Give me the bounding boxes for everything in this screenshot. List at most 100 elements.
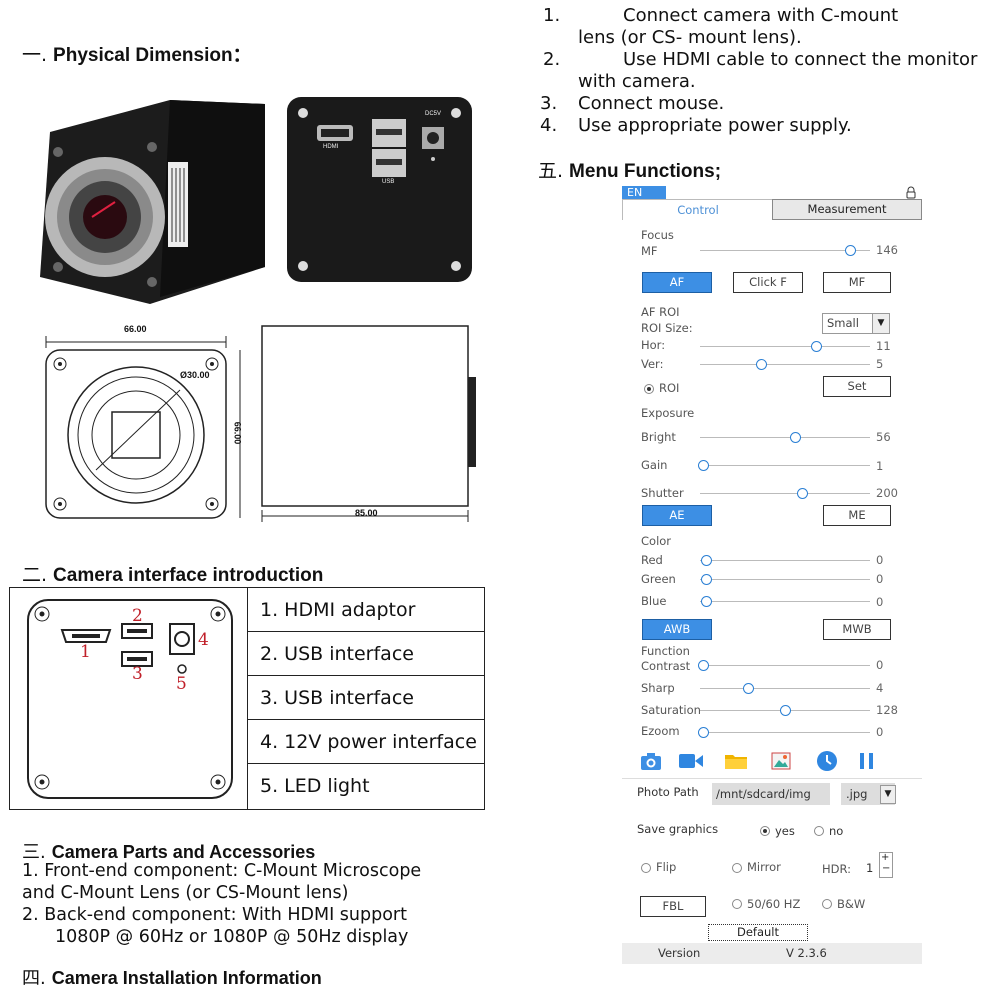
saturation-value: 128 bbox=[876, 703, 898, 717]
iface-row-1: 1. HDMI adaptor bbox=[248, 588, 484, 632]
section1-number: 一. bbox=[22, 44, 48, 66]
color-title: Color bbox=[641, 534, 672, 548]
fbl-button[interactable]: FBL bbox=[640, 896, 706, 917]
green-slider[interactable] bbox=[700, 579, 870, 580]
photo-path-input[interactable]: /mnt/sdcard/img bbox=[712, 783, 830, 805]
ezoom-slider[interactable] bbox=[700, 732, 870, 733]
parts-line-1: 1. Front-end component: C-Mount Microsco… bbox=[22, 861, 422, 881]
hor-slider-knob[interactable] bbox=[810, 341, 822, 352]
ae-button[interactable]: AE bbox=[642, 505, 712, 526]
tab-measurement[interactable]: Measurement bbox=[772, 199, 922, 220]
shutter-slider-knob[interactable] bbox=[797, 488, 808, 499]
click-focus-button[interactable]: Click F bbox=[733, 272, 803, 293]
parts-list: 1. Front-end component: C-Mount Microsco… bbox=[22, 860, 421, 948]
gain-slider-knob[interactable] bbox=[698, 460, 710, 471]
install-step-3-number: 3. bbox=[540, 93, 558, 114]
install-step-3: 3. Connect mouse. bbox=[540, 93, 1000, 115]
contrast-slider[interactable] bbox=[700, 665, 870, 666]
image-icon[interactable] bbox=[770, 751, 792, 771]
hor-slider[interactable] bbox=[700, 346, 870, 347]
section1-title: Physical Dimension： bbox=[53, 45, 252, 66]
install-step-1-cont: lens (or CS- mount lens). bbox=[578, 27, 802, 48]
default-button[interactable]: Default bbox=[708, 924, 808, 941]
mirror-radio[interactable] bbox=[732, 863, 742, 873]
af-button[interactable]: AF bbox=[642, 272, 712, 293]
height-dimension: 66.00 bbox=[232, 421, 243, 445]
video-icon[interactable] bbox=[678, 752, 704, 770]
flip-radio[interactable] bbox=[641, 863, 651, 873]
chevron-down-icon[interactable]: ▼ bbox=[872, 314, 889, 333]
ver-slider-knob[interactable] bbox=[756, 359, 768, 370]
parts-line-3: 2. Back-end component: With HDMI support bbox=[22, 905, 407, 925]
mwb-button[interactable]: MWB bbox=[823, 619, 891, 640]
pause-icon[interactable] bbox=[858, 751, 876, 771]
roi-size-select[interactable]: Small ▼ bbox=[822, 313, 890, 334]
save-no-label: no bbox=[829, 824, 844, 838]
install-step-1-text: Connect camera with C-mount bbox=[623, 5, 899, 26]
red-slider[interactable] bbox=[700, 560, 870, 561]
sharp-slider[interactable] bbox=[700, 688, 870, 689]
install-step-2-cont: with camera. bbox=[578, 71, 696, 92]
save-yes-radio[interactable] bbox=[760, 826, 770, 836]
photo-ext-select[interactable]: .jpg ▼ bbox=[841, 783, 896, 805]
afroi-title: AF ROI bbox=[641, 305, 680, 319]
photo-ext-value: .jpg bbox=[846, 787, 868, 801]
ver-slider[interactable] bbox=[700, 364, 870, 365]
bright-slider[interactable] bbox=[700, 437, 870, 438]
sharp-slider-knob[interactable] bbox=[742, 683, 754, 694]
stepper-down-icon[interactable]: − bbox=[882, 863, 891, 874]
interface-table: 1 2 3 4 5 1. HDMI adaptor 2. USB interfa… bbox=[9, 587, 485, 810]
iface-number-2: 2 bbox=[132, 606, 143, 626]
camera-icon[interactable] bbox=[640, 751, 662, 771]
gain-value: 1 bbox=[876, 459, 884, 473]
hdr-stepper[interactable]: + − bbox=[879, 852, 893, 878]
front-dimension-drawing: 66.00 Ø30.00 66.00 bbox=[30, 320, 250, 530]
shutter-slider[interactable] bbox=[700, 493, 870, 494]
blue-slider[interactable] bbox=[700, 601, 870, 602]
contrast-slider-knob[interactable] bbox=[698, 660, 710, 671]
save-no-radio[interactable] bbox=[814, 826, 824, 836]
iface-number-3: 3 bbox=[132, 664, 143, 684]
green-slider-knob[interactable] bbox=[701, 574, 712, 585]
red-slider-knob[interactable] bbox=[701, 555, 712, 566]
red-value: 0 bbox=[876, 553, 884, 567]
lock-icon[interactable] bbox=[905, 186, 917, 199]
tab-control[interactable]: Control bbox=[622, 199, 774, 220]
stepper-up-icon[interactable]: + bbox=[881, 852, 890, 863]
saturation-label: Saturation bbox=[641, 703, 701, 717]
section5-title: Menu Functions; bbox=[569, 161, 722, 182]
clock-icon[interactable] bbox=[816, 750, 838, 772]
bright-label: Bright bbox=[641, 430, 676, 444]
bw-radio[interactable] bbox=[822, 899, 832, 909]
install-step-3-text: Connect mouse. bbox=[578, 93, 725, 114]
mf-button[interactable]: MF bbox=[823, 272, 891, 293]
roi-radio[interactable] bbox=[644, 384, 654, 394]
parts-line-4: 1080P @ 60Hz or 1080P @ 50Hz display bbox=[55, 927, 409, 947]
save-yes-label: yes bbox=[775, 824, 795, 838]
gain-slider[interactable] bbox=[700, 465, 870, 466]
ezoom-value: 0 bbox=[876, 725, 884, 739]
set-button[interactable]: Set bbox=[823, 376, 891, 397]
interface-diagram: 1 2 3 4 5 bbox=[10, 588, 248, 809]
gain-label: Gain bbox=[641, 458, 668, 472]
mf-value: 146 bbox=[876, 243, 898, 257]
ezoom-label: Ezoom bbox=[641, 724, 680, 738]
install-step-4-number: 4. bbox=[540, 115, 558, 136]
chevron-down-icon[interactable]: ▼ bbox=[880, 785, 896, 804]
green-label: Green bbox=[641, 572, 676, 586]
mf-slider[interactable] bbox=[700, 250, 870, 251]
iface-number-1: 1 bbox=[80, 642, 91, 662]
folder-icon[interactable] bbox=[724, 752, 748, 770]
saturation-slider-knob[interactable] bbox=[780, 705, 791, 716]
bright-slider-knob[interactable] bbox=[790, 432, 802, 443]
section2-heading: 二.Camera interface introduction bbox=[22, 560, 323, 587]
awb-button[interactable]: AWB bbox=[642, 619, 712, 640]
me-button[interactable]: ME bbox=[823, 505, 891, 526]
freq-radio[interactable] bbox=[732, 899, 742, 909]
section4-number: 四. bbox=[22, 968, 46, 989]
mf-slider-knob[interactable] bbox=[844, 245, 856, 256]
blue-slider-knob[interactable] bbox=[701, 596, 712, 607]
section2-title: Camera interface introduction bbox=[53, 565, 324, 586]
lang-badge[interactable]: EN bbox=[622, 186, 666, 199]
ezoom-slider-knob[interactable] bbox=[698, 727, 710, 738]
